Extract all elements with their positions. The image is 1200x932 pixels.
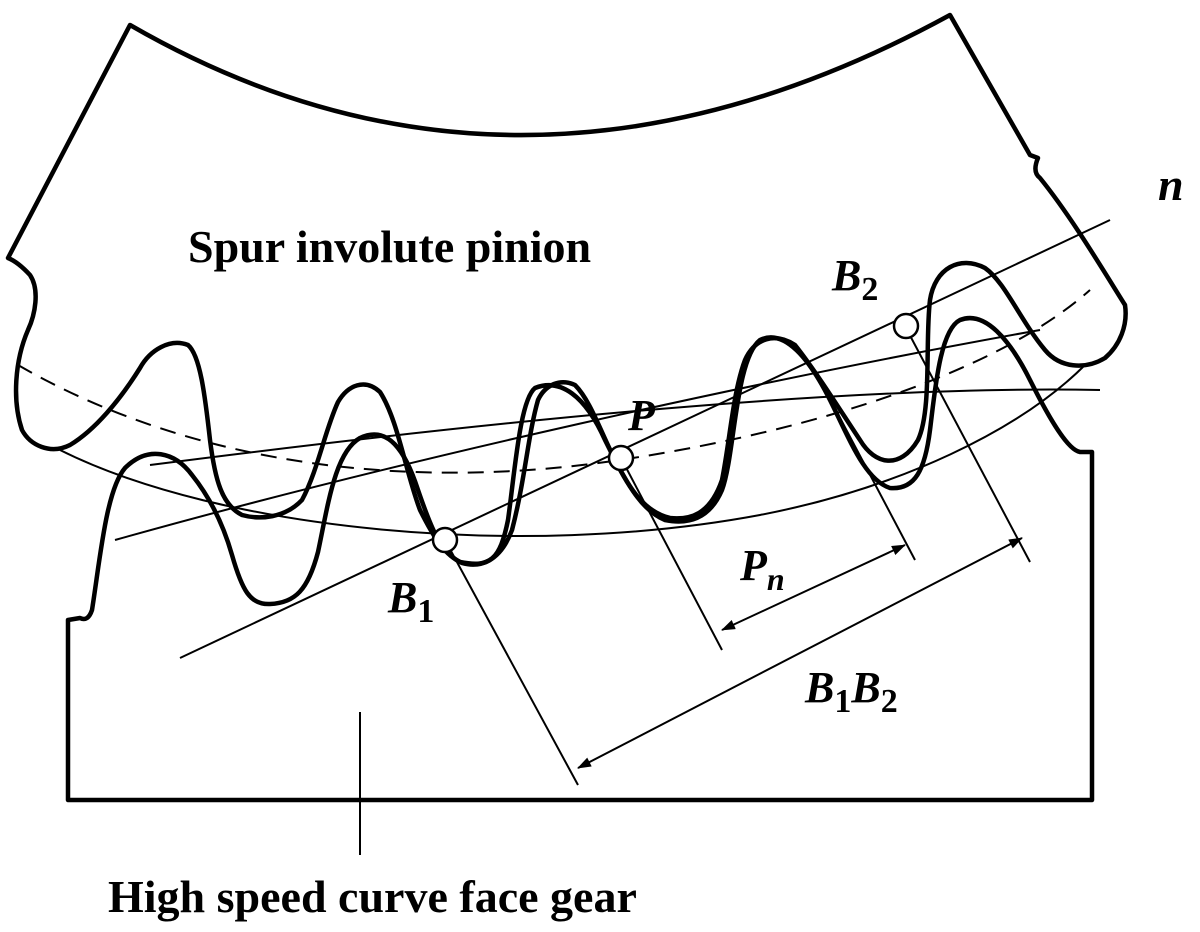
b1b2-label: B1B2 bbox=[804, 663, 898, 720]
normal-label: n bbox=[1158, 159, 1184, 210]
pinion-label: Spur involute pinion bbox=[188, 221, 591, 272]
pinion-outline bbox=[5, 12, 1128, 567]
line-of-action bbox=[179, 219, 1111, 659]
addendum-arc-face-gear bbox=[114, 329, 1041, 541]
addendum-arc-pinion bbox=[59, 364, 1086, 537]
b1b2-dimension-arrow bbox=[577, 537, 1023, 769]
face-gear-label: High speed curve face gear bbox=[108, 871, 637, 922]
b2-label: B2 bbox=[831, 251, 878, 308]
extension-line-p bbox=[620, 457, 723, 651]
pn-label: Pn bbox=[739, 541, 785, 597]
extension-line-b1 bbox=[444, 539, 579, 786]
b1-label: B1 bbox=[387, 573, 434, 630]
extension-line-tooth bbox=[819, 379, 916, 561]
extension-line-b2 bbox=[905, 327, 1031, 563]
pitch-point-p bbox=[607, 444, 635, 472]
pitch-point-label: P bbox=[627, 391, 656, 440]
contact-point-b2 bbox=[892, 312, 920, 340]
contact-point-b1 bbox=[431, 526, 459, 554]
dedendum-line-face-gear bbox=[149, 388, 1101, 466]
pinion-pitch-circle bbox=[17, 289, 1091, 474]
